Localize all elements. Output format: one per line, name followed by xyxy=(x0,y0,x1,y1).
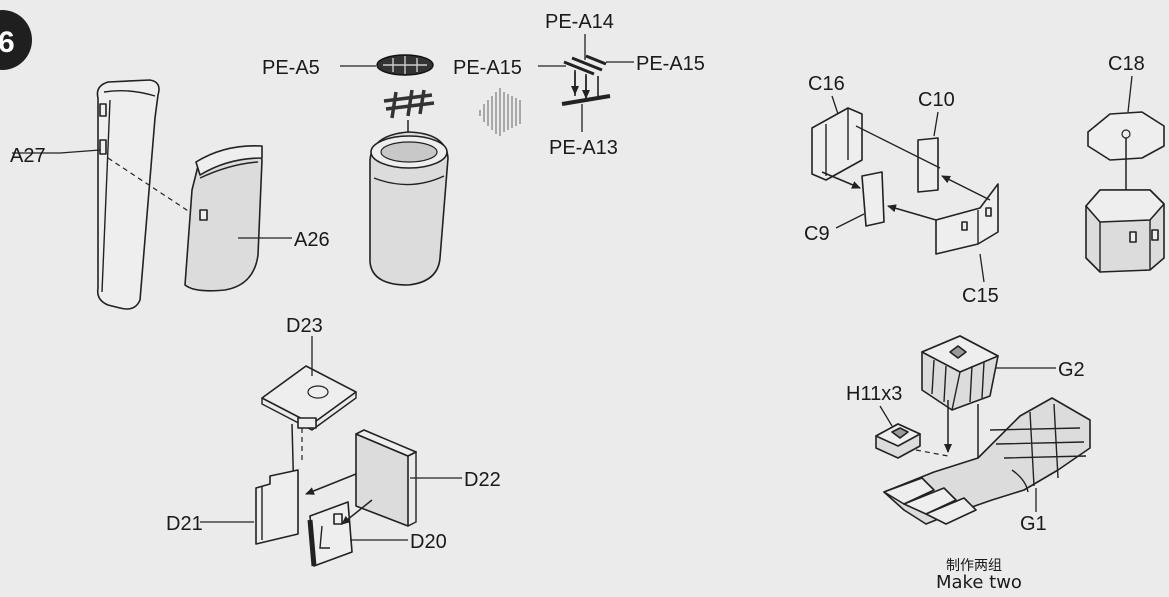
leader-c16 xyxy=(831,95,839,115)
part-g1 xyxy=(883,397,1091,525)
step-number: 6 xyxy=(0,26,15,59)
part-c18 xyxy=(1087,111,1165,161)
label-g2: G2 xyxy=(1058,359,1085,381)
leader-c15 xyxy=(979,253,985,283)
leader-c9 xyxy=(835,213,865,229)
label-pe-a14: PE-A14 xyxy=(545,11,614,33)
part-c10 xyxy=(917,137,939,193)
step-badge: 6 xyxy=(0,10,32,70)
leader-a27 xyxy=(12,149,101,154)
direction-indicator xyxy=(479,88,521,136)
arrow-c16-c9 xyxy=(821,171,861,189)
guide-c16-c10 xyxy=(855,125,941,169)
assembly-line-a27 xyxy=(107,157,206,223)
label-d20: D20 xyxy=(410,531,447,553)
label-pe-a15-left: PE-A15 xyxy=(453,57,522,79)
guide-h11 xyxy=(915,449,949,457)
part-d22 xyxy=(355,429,417,527)
label-g1: G1 xyxy=(1020,513,1047,535)
label-d23: D23 xyxy=(286,315,323,337)
part-g2 xyxy=(921,335,999,411)
part-a26 xyxy=(184,145,263,292)
leader-c10 xyxy=(933,111,939,137)
arrow-d22 xyxy=(305,473,357,495)
label-d21: D21 xyxy=(166,513,203,535)
label-c10: C10 xyxy=(918,89,955,111)
leader-h11 xyxy=(879,405,893,427)
part-pe-a5 xyxy=(376,54,434,76)
label-c16: C16 xyxy=(808,73,845,95)
label-h11: H11x3 xyxy=(846,383,902,405)
label-c15: C15 xyxy=(962,285,999,307)
octagon-housing xyxy=(1085,189,1165,273)
note-english: Make two xyxy=(936,572,1022,593)
part-d21 xyxy=(255,469,299,545)
part-c16 xyxy=(811,107,863,181)
part-h11 xyxy=(875,423,921,459)
note-chinese: 制作两组 xyxy=(946,558,1002,574)
leader-c18 xyxy=(1127,75,1133,113)
label-c18: C18 xyxy=(1108,53,1145,75)
part-c15 xyxy=(935,183,999,255)
label-pe-a13: PE-A13 xyxy=(549,137,618,159)
funnel-brace xyxy=(383,89,435,119)
arrow-d20 xyxy=(341,499,373,525)
part-d23 xyxy=(261,365,357,431)
label-c9: C9 xyxy=(804,223,830,245)
funnel-body xyxy=(369,131,449,286)
part-d20 xyxy=(307,501,353,567)
arrow-c15-c9 xyxy=(887,204,937,221)
label-a27: A27 xyxy=(10,145,46,167)
arrow-c15-c10 xyxy=(941,175,991,201)
label-pe-a15-right: PE-A15 xyxy=(636,53,705,75)
part-pe-ladder xyxy=(561,54,611,106)
part-a27 xyxy=(96,79,160,310)
label-d22: D22 xyxy=(464,469,501,491)
part-c9 xyxy=(861,171,885,227)
step-circle xyxy=(0,10,32,70)
label-a26: A26 xyxy=(294,229,330,251)
label-pe-a5: PE-A5 xyxy=(262,57,320,79)
